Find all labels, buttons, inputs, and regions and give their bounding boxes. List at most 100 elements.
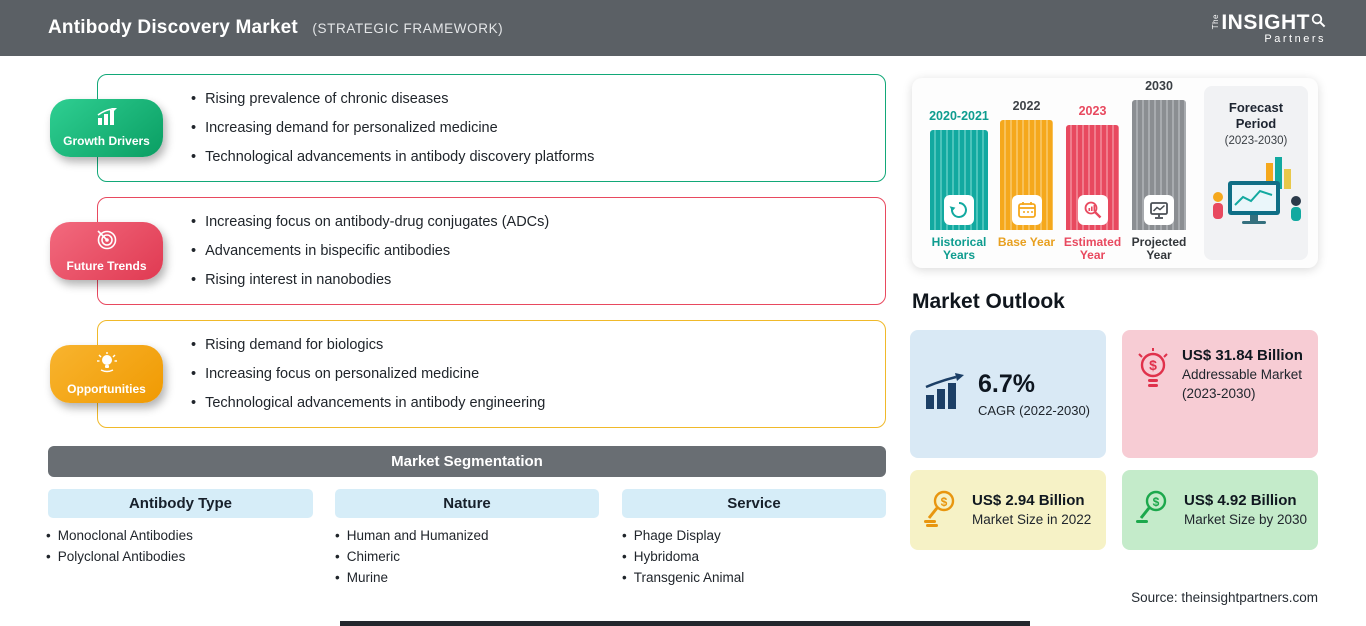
- list-item: Polyclonal Antibodies: [46, 546, 193, 567]
- market-size-2030-label: Market Size by 2030: [1184, 512, 1308, 527]
- svg-text:$: $: [1153, 495, 1160, 509]
- monitor-icon: [1144, 195, 1174, 225]
- segment-header-antibody-type: Antibody Type: [48, 489, 313, 518]
- growth-chart-icon: [95, 107, 119, 131]
- source-attribution: Source: theinsightpartners.com: [1131, 590, 1318, 605]
- cagr-value: 6.7%: [978, 370, 1035, 398]
- magnifier-dollar-icon: $: [1132, 487, 1174, 534]
- list-item: Increasing demand for personalized medic…: [191, 120, 594, 136]
- bar-projected: [1132, 100, 1186, 230]
- lightbulb-icon: [96, 352, 118, 379]
- logo-the: The: [1211, 14, 1221, 30]
- market-size-2022-card: $ US$ 2.94 Billion Market Size in 2022: [910, 470, 1106, 550]
- insight-partners-logo: The INSIGHT Partners: [1211, 10, 1326, 45]
- nature-list: Human and Humanized Chimeric Murine: [335, 525, 489, 588]
- bar-chart-arrow-icon: [922, 372, 968, 416]
- logo-partners: Partners: [1264, 32, 1326, 45]
- addressable-market-card: $ US$ 31.84 Billion Addressable Market (…: [1122, 330, 1318, 458]
- opportunities-badge: Opportunities: [50, 345, 163, 403]
- antibody-type-list: Monoclonal Antibodies Polyclonal Antibod…: [46, 525, 193, 567]
- bar-historical: [930, 130, 988, 230]
- magnifier-coins-icon: $: [920, 487, 962, 534]
- market-size-2022-text: US$ 2.94 Billion Market Size in 2022: [972, 491, 1091, 529]
- market-outlook-title: Market Outlook: [912, 290, 1065, 313]
- addressable-market-label: Addressable Market (2023-2030): [1182, 367, 1303, 401]
- list-item: Murine: [335, 567, 489, 588]
- opportunities-list: Rising demand for biologics Increasing f…: [191, 337, 545, 411]
- history-icon: [944, 195, 974, 225]
- header-title-group: Antibody Discovery Market (STRATEGIC FRA…: [48, 17, 503, 39]
- badge-label: Growth Drivers: [63, 134, 150, 148]
- list-item: Phage Display: [622, 525, 744, 546]
- opportunities-panel: Rising demand for biologics Increasing f…: [97, 320, 886, 428]
- bar-base: [1000, 120, 1053, 230]
- future-trends-badge: Future Trends: [50, 222, 163, 280]
- market-size-2030-text: US$ 4.92 Billion Market Size by 2030: [1184, 491, 1307, 529]
- segment-header-nature: Nature: [335, 489, 599, 518]
- svg-text:$: $: [1149, 357, 1157, 373]
- forecast-period-box: Forecast Period (2023-2030): [1204, 86, 1308, 260]
- list-item: Advancements in bispecific antibodies: [191, 243, 549, 259]
- market-segmentation-header: Market Segmentation: [48, 446, 886, 477]
- cagr-label: CAGR (2022-2030): [978, 403, 1090, 418]
- year-label: 2022: [1012, 99, 1041, 113]
- timeline-bar-base: 2022 Base Year: [998, 78, 1055, 268]
- list-item: Human and Humanized: [335, 525, 489, 546]
- list-item: Monoclonal Antibodies: [46, 525, 193, 546]
- target-icon: [96, 229, 118, 256]
- logo-top-row: The INSIGHT: [1211, 10, 1326, 34]
- timeline-bar-projected: 2030 Projected Year: [1132, 78, 1187, 268]
- list-item: Technological advancements in antibody e…: [191, 395, 545, 411]
- addressable-market-value: US$ 31.84 Billion: [1182, 347, 1303, 364]
- cagr-card: 6.7% CAGR (2022-2030): [910, 330, 1106, 458]
- list-item: Transgenic Animal: [622, 567, 745, 588]
- growth-drivers-badge: Growth Drivers: [50, 99, 163, 157]
- list-item: Technological advancements in antibody d…: [191, 149, 594, 165]
- timeline-chart: 2020-2021 Historical Years 2022 Base Yea…: [912, 78, 1318, 268]
- bar-caption: Projected Year: [1131, 235, 1187, 262]
- list-item: Rising interest in nanobodies: [191, 272, 549, 288]
- growth-drivers-list: Rising prevalence of chronic diseases In…: [191, 91, 594, 165]
- magnifier-icon: [1311, 13, 1326, 32]
- timeline-bar-historical: 2020-2021 Historical Years: [929, 78, 989, 268]
- year-label: 2030: [1145, 79, 1173, 93]
- bar-caption: Base Year: [997, 235, 1056, 249]
- forecast-period-title: Forecast Period: [1228, 100, 1284, 131]
- addressable-market-text: US$ 31.84 Billion Addressable Market (20…: [1182, 346, 1306, 403]
- list-item: Hybridoma: [622, 546, 744, 567]
- service-list: Phage Display Hybridoma Transgenic Anima…: [622, 525, 745, 588]
- bar-estimated: [1066, 125, 1119, 230]
- future-trends-panel: Increasing focus on antibody-drug conjug…: [97, 197, 886, 305]
- growth-drivers-panel: Rising prevalence of chronic diseases In…: [97, 74, 886, 182]
- page-subtitle: (STRATEGIC FRAMEWORK): [312, 21, 504, 36]
- header-bar: Antibody Discovery Market (STRATEGIC FRA…: [0, 0, 1366, 56]
- market-size-2030-value: US$ 4.92 Billion: [1184, 492, 1297, 509]
- svg-text:$: $: [941, 495, 948, 509]
- badge-label: Opportunities: [67, 382, 146, 396]
- calendar-icon: [1011, 195, 1042, 225]
- list-item: Rising demand for biologics: [191, 337, 545, 353]
- badge-label: Future Trends: [66, 259, 147, 273]
- bar-caption: Historical Years: [931, 235, 987, 262]
- list-item: Increasing focus on personalized medicin…: [191, 366, 545, 382]
- list-item: Increasing focus on antibody-drug conjug…: [191, 214, 549, 230]
- segment-header-service: Service: [622, 489, 886, 518]
- search-chart-icon: [1077, 195, 1108, 225]
- list-item: Chimeric: [335, 546, 489, 567]
- logo-insight: INSIGHT: [1221, 10, 1310, 34]
- list-item: Rising prevalence of chronic diseases: [191, 91, 594, 107]
- bottom-divider: [340, 621, 1030, 626]
- market-size-2022-value: US$ 2.94 Billion: [972, 492, 1085, 509]
- timeline-bar-estimated: 2023 Estimated Year: [1064, 78, 1121, 268]
- cagr-text: 6.7% CAGR (2022-2030): [978, 370, 1090, 418]
- year-label: 2020-2021: [929, 109, 989, 123]
- year-label: 2023: [1078, 104, 1107, 118]
- future-trends-list: Increasing focus on antibody-drug conjug…: [191, 214, 549, 288]
- market-size-2030-card: $ US$ 4.92 Billion Market Size by 2030: [1122, 470, 1318, 550]
- forecast-illustration: [1213, 157, 1301, 224]
- page-title: Antibody Discovery Market: [48, 17, 298, 38]
- market-size-2022-label: Market Size in 2022: [972, 512, 1092, 527]
- bar-caption: Estimated Year: [1063, 235, 1122, 262]
- forecast-period-range: (2023-2030): [1224, 135, 1288, 147]
